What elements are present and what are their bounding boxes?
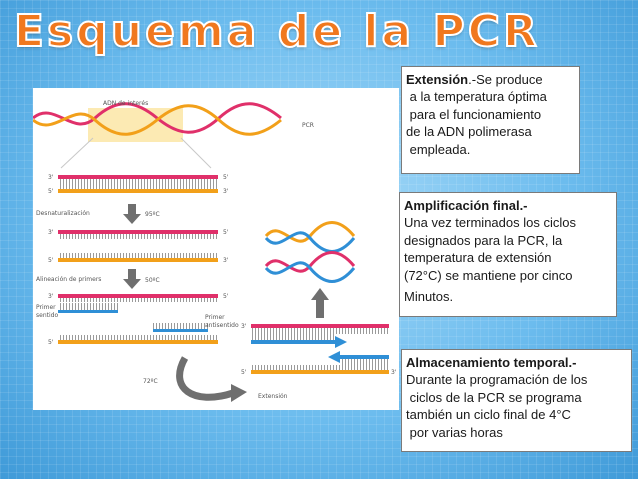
helix-product1-blue: [264, 231, 356, 253]
end-label: 3': [223, 188, 229, 195]
amplificacion-line: temperatura de extensión: [404, 250, 552, 266]
end-label: 5': [223, 174, 229, 181]
antisense-primer: [153, 329, 208, 332]
ext-blue-rungs: [251, 334, 335, 340]
label-adn-interes: ADN de interés: [103, 100, 149, 107]
row3-orange: [58, 340, 218, 344]
ext-red-rungs: [251, 328, 389, 334]
row1-orange: [58, 189, 218, 193]
amplificacion-line: Minutos.: [404, 289, 454, 305]
row2-red-rungs: [58, 234, 218, 239]
row3-red: [58, 294, 218, 298]
end-label: 3': [48, 293, 54, 300]
extension-box: Extensión.-Se produce a la temperatura ó…: [401, 66, 580, 174]
row1-red: [58, 175, 218, 179]
label-alineacion: Alineación de primers: [36, 276, 102, 283]
extension-heading: Extensión: [406, 72, 469, 87]
step-arrow-1: [123, 214, 141, 224]
cycle-curved-arrow: [176, 356, 235, 401]
helix-product2-blue: [264, 261, 356, 283]
label-temp-72: 72ºC: [143, 378, 158, 385]
helix-top-strand-orange: [33, 104, 282, 136]
ext2-orange: [251, 370, 389, 374]
end-label: 5': [223, 293, 229, 300]
extension-line: .-Se produce: [468, 72, 543, 87]
amplificacion-line: (72°C) se mantiene por cinco: [404, 267, 573, 283]
row3-rungs: [58, 298, 218, 302]
label-primer-antisentido-2: antisentido: [205, 322, 239, 329]
almacenamiento-box: Almacenamiento temporal.- Durante la pro…: [401, 349, 632, 452]
ext-red: [251, 324, 389, 328]
label-primer-sentido-2: sentido: [36, 312, 59, 319]
extension-line: a la temperatura óptima: [406, 89, 547, 105]
step-arrow-2: [123, 279, 141, 289]
extension-line: de la ADN polimerasa: [406, 124, 532, 140]
end-label: 5': [223, 229, 229, 236]
up-arrow: [311, 288, 329, 300]
amplificacion-heading: Amplificación final.-: [404, 198, 528, 213]
ext-blue: [251, 340, 335, 344]
row3-primer-sense-rungs: [58, 303, 118, 310]
almacenamiento-line: también un ciclo final de 4°C: [406, 407, 571, 423]
amplificacion-line: designados para la PCR, la: [404, 232, 563, 248]
pcr-diagram: ADN de interés PCR 3' 5' 5' 3' Desnatura…: [33, 88, 399, 410]
end-label: 5': [48, 339, 54, 346]
almacenamiento-line: Durante la programación de los: [406, 372, 588, 388]
label-desnaturalizacion: Desnaturalización: [36, 210, 90, 217]
label-extension: Extensión: [258, 393, 288, 400]
almacenamiento-line: por varias horas: [406, 424, 503, 440]
end-label: 3': [241, 323, 247, 330]
ext2-orange-rungs: [251, 365, 389, 370]
extension-line: para el funcionamiento: [406, 106, 542, 122]
end-label: 5': [48, 257, 54, 264]
end-label: 3': [223, 257, 229, 264]
row2-red: [58, 230, 218, 234]
label-temp-50: 50ºC: [145, 277, 160, 284]
ext-blue-arrowhead: [335, 336, 347, 348]
ext2-blue-arrowhead: [328, 351, 340, 363]
helix-top-strand-red: [33, 102, 282, 134]
row1-rungs: [58, 179, 218, 189]
end-label: 5': [241, 369, 247, 376]
end-label: 3': [48, 174, 54, 181]
end-label: 3': [48, 229, 54, 236]
amplificacion-box: Amplificación final.- Una vez terminados…: [399, 192, 617, 317]
amplificacion-line: Una vez terminados los ciclos: [404, 215, 576, 231]
label-primer-sentido: Primer: [36, 304, 56, 311]
slide-title: Esquema de la PCR: [13, 5, 540, 58]
extension-line: empleada.: [406, 141, 471, 157]
row3-orange-rungs: [58, 335, 218, 340]
row3-primer-sense: [58, 310, 118, 313]
end-label: 5': [48, 188, 54, 195]
almacenamiento-heading: Almacenamiento temporal.-: [406, 355, 577, 370]
almacenamiento-line: ciclos de la PCR se programa: [406, 389, 582, 405]
zoom-line-left: [60, 137, 94, 169]
label-pcr: PCR: [302, 122, 314, 129]
row2-orange: [58, 258, 218, 262]
row2-orange-rungs: [58, 253, 218, 258]
pcr-diagram-art: [33, 102, 389, 402]
label-temp-95: 95ºC: [145, 211, 160, 218]
end-label: 3': [391, 369, 397, 376]
zoom-line-right: [180, 137, 212, 169]
ext2-blue: [340, 355, 389, 359]
label-primer-antisentido: Primer: [205, 314, 225, 321]
